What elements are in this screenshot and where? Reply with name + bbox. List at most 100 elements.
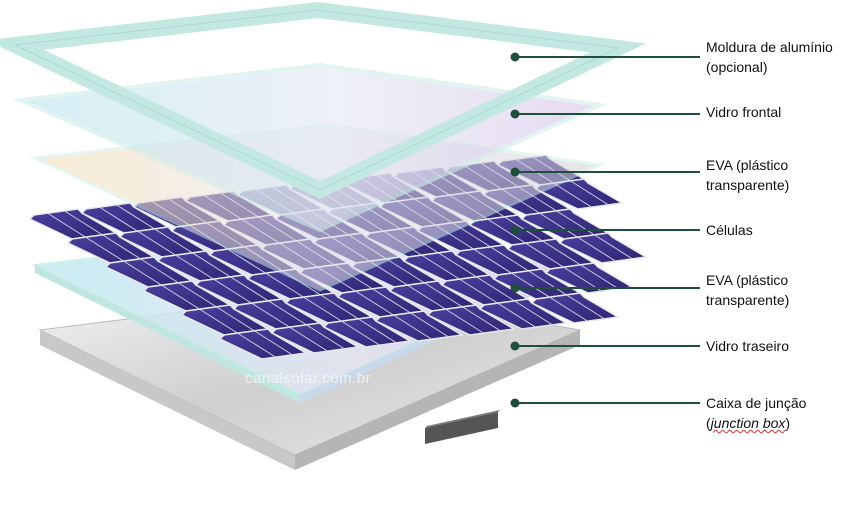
- solar-cell: [478, 298, 569, 330]
- cell-busbar: [570, 180, 609, 206]
- cell-busbar: [320, 294, 359, 320]
- cell-busbar: [424, 282, 463, 308]
- cell-busbar: [161, 284, 200, 310]
- cell-busbar: [355, 290, 394, 316]
- cell-busbar: [64, 210, 103, 236]
- label-moldura-line1: Moldura de alumínio: [706, 39, 833, 55]
- label-eva-bottom-line2: transparente): [706, 292, 790, 308]
- cell-busbar: [487, 218, 526, 244]
- cell-busbar: [175, 254, 214, 280]
- cell-busbar: [306, 324, 345, 350]
- label-eva-top: EVA (plástico transparente): [706, 155, 789, 195]
- label-caixa-juncao: Caixa de junção (junction box): [706, 393, 806, 433]
- cell-busbar: [539, 212, 578, 238]
- cell-busbar: [386, 258, 425, 284]
- label-vidro-frontal-line1: Vidro frontal: [706, 104, 782, 120]
- cell-busbar: [265, 272, 304, 298]
- solar-cell: [374, 310, 465, 342]
- solar-cell: [530, 292, 621, 324]
- cell-busbar: [358, 318, 397, 344]
- cell-busbar: [199, 308, 238, 334]
- cell-busbar: [549, 296, 588, 322]
- cell-busbar: [102, 234, 141, 260]
- cell-busbar: [528, 270, 567, 296]
- label-eva-bottom-line1: EVA (plástico: [706, 272, 789, 288]
- cell-busbar: [216, 306, 255, 332]
- label-celulas: Células: [706, 220, 753, 240]
- solar-cell: [270, 322, 361, 354]
- leader-dot: [510, 167, 520, 177]
- cell-busbar: [497, 302, 536, 328]
- cell-busbar: [140, 258, 179, 284]
- cell-busbar: [553, 182, 592, 208]
- leader-dot: [510, 341, 520, 351]
- cell-busbar: [289, 326, 328, 352]
- cell-busbar: [445, 308, 484, 334]
- cell-busbar: [566, 294, 605, 320]
- cell-busbar: [372, 288, 411, 314]
- cell-busbar: [137, 230, 176, 256]
- label-vidro-traseiro: Vidro traseiro: [706, 336, 789, 356]
- cell-busbar: [99, 206, 138, 232]
- junction-box-italic: junction box: [710, 415, 786, 431]
- aluminium-frame: [0, 1, 647, 199]
- leader-dot: [510, 52, 520, 62]
- cell-busbar: [123, 260, 162, 286]
- watermark: canalsolar.com.br: [245, 370, 372, 387]
- cell-busbar: [47, 212, 86, 238]
- paren-close: ): [785, 415, 791, 431]
- cell-busbar: [254, 330, 293, 356]
- front-glass-layer: [12, 62, 608, 233]
- leader-dot: [510, 398, 520, 408]
- cell-busbar: [341, 320, 380, 346]
- label-eva-top-line2: transparente): [706, 177, 790, 193]
- cell-busbar: [473, 248, 512, 274]
- label-vidro-traseiro-line1: Vidro traseiro: [706, 338, 790, 354]
- cell-busbar: [154, 228, 193, 254]
- cell-busbar: [462, 306, 501, 332]
- solar-cell: [218, 328, 309, 360]
- cell-busbar: [421, 254, 460, 280]
- leader-dot: [510, 225, 520, 235]
- cell-busbar: [251, 302, 290, 328]
- junction-box: [425, 410, 500, 444]
- cell-busbar: [410, 312, 449, 338]
- cell-busbar: [594, 234, 633, 260]
- solar-cell: [558, 232, 649, 264]
- cell-busbar: [459, 278, 498, 304]
- label-vidro-frontal: Vidro frontal: [706, 102, 781, 122]
- cell-busbar: [393, 314, 432, 340]
- label-caixa-juncao-line1: Caixa de junção: [706, 395, 807, 411]
- leader-lines: [510, 52, 700, 408]
- cell-busbar: [213, 278, 252, 304]
- cell-busbar: [514, 300, 553, 326]
- leader-dot: [510, 109, 520, 119]
- cell-busbar: [85, 236, 124, 262]
- cell-busbar: [192, 252, 231, 278]
- cell-busbar: [407, 284, 446, 310]
- cell-busbar: [542, 240, 581, 266]
- solar-cell: [322, 316, 413, 348]
- cell-busbar: [178, 282, 217, 308]
- cell-busbar: [577, 236, 616, 262]
- cell-busbar: [227, 248, 266, 274]
- label-moldura: Moldura de alumínio (opcional): [706, 37, 833, 77]
- label-celulas-line1: Células: [706, 222, 753, 238]
- cell-busbar: [476, 276, 515, 302]
- solar-cell: [426, 304, 517, 336]
- cell-busbar: [268, 300, 307, 326]
- label-moldura-line2: (opcional): [706, 59, 768, 75]
- cell-busbar: [303, 296, 342, 322]
- cell-busbar: [525, 242, 564, 268]
- label-caixa-juncao-line2: (junction box): [706, 413, 806, 433]
- label-eva-top-line1: EVA (plástico: [706, 157, 789, 173]
- cell-busbar: [237, 332, 276, 358]
- paren-open: (: [706, 415, 711, 431]
- cell-busbar: [580, 264, 619, 290]
- leader-dot: [510, 283, 520, 293]
- label-eva-bottom: EVA (plástico transparente): [706, 270, 789, 310]
- cell-busbar: [230, 276, 269, 302]
- cell-busbar: [116, 204, 155, 230]
